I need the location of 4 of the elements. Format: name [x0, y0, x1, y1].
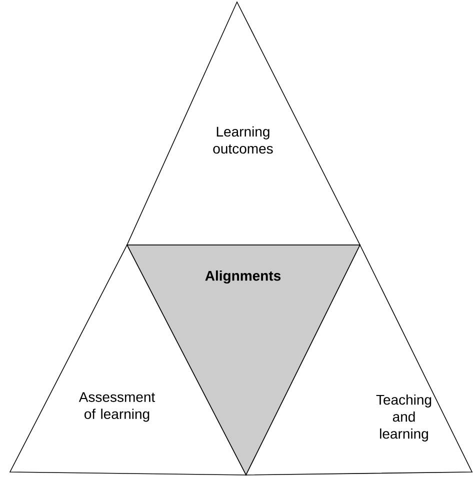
- triangle-label: Teaching and learning: [376, 394, 432, 442]
- triangle-label: Alignments: [205, 270, 281, 284]
- triangle-label: Assessment of learning: [78, 392, 156, 422]
- triangle-label: Learning outcomes: [213, 126, 273, 154]
